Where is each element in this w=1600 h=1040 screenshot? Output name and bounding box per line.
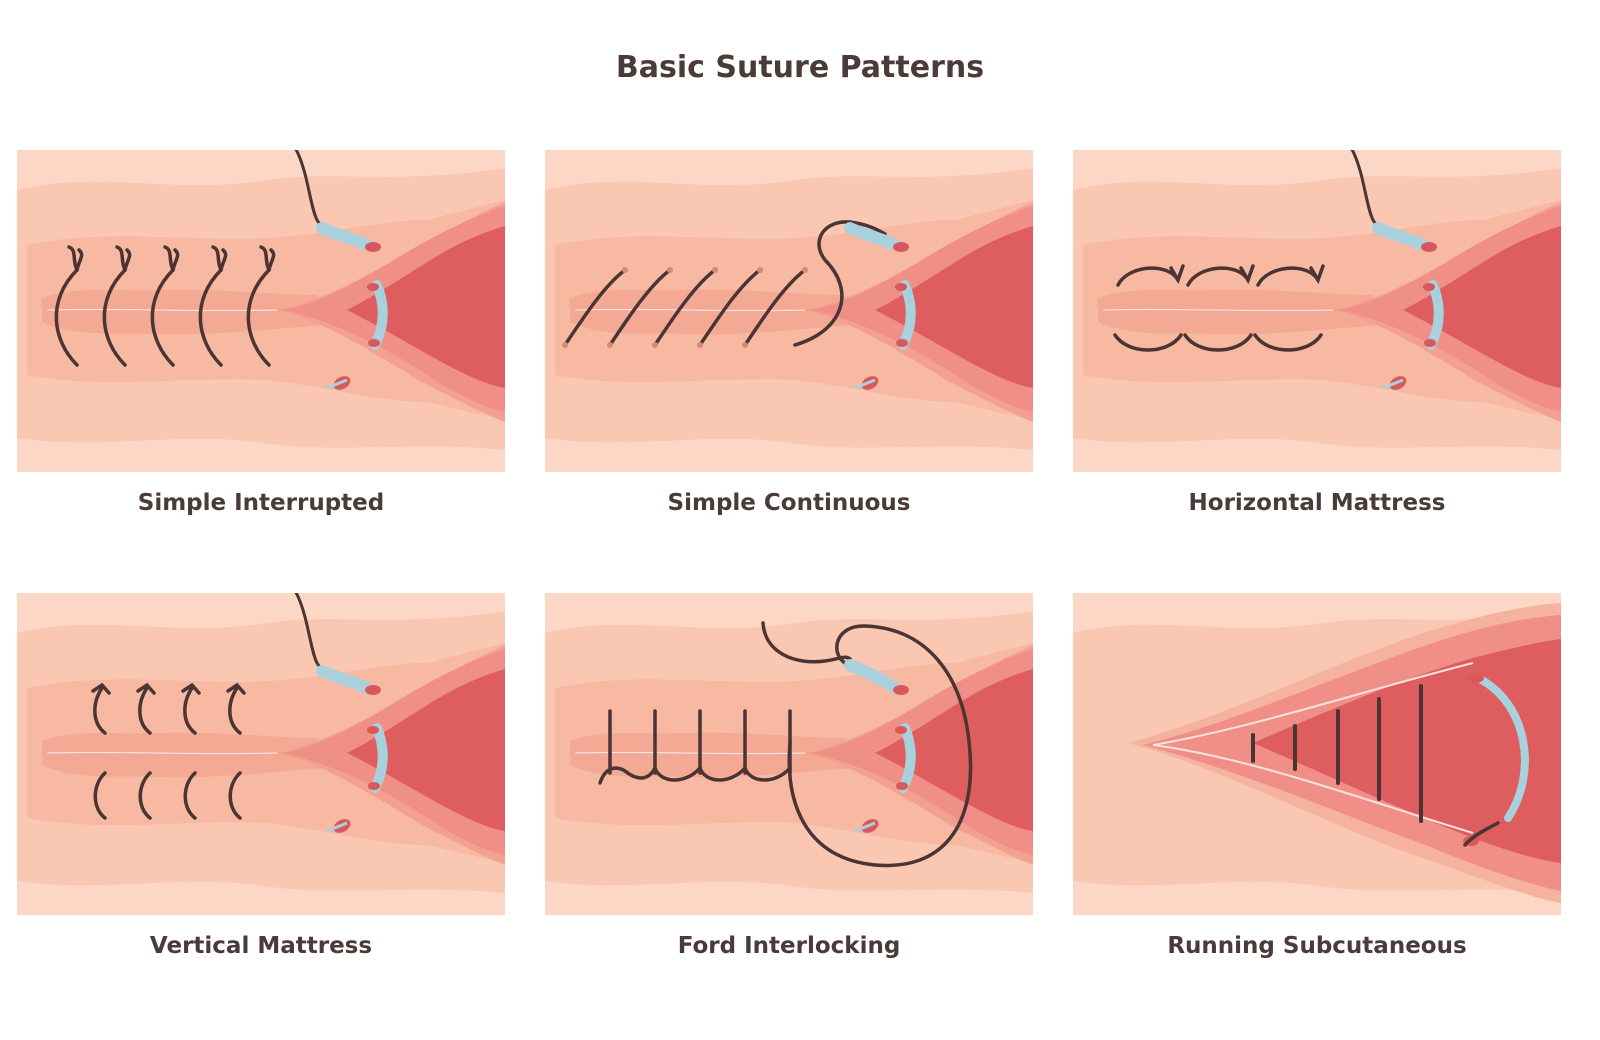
curved-needle-icon [844,659,916,833]
page-title: Basic Suture Patterns [615,50,985,85]
caption-simple-continuous: Simple Continuous [667,490,911,516]
caption-vertical-mattress: Vertical Mattress [149,933,373,959]
caption-horizontal-mattress: Horizontal Mattress [1188,490,1446,516]
running-subcutaneous-illustration [1073,593,1561,915]
panel-vertical-mattress [17,593,505,915]
simple-interrupted-illustration [17,150,505,472]
caption-running-subcutaneous: Running Subcutaneous [1167,933,1467,959]
vertical-mattress-illustration [17,593,505,915]
ford-interlocking-illustration [545,593,1033,915]
horizontal-mattress-illustration [1073,150,1561,472]
simple-continuous-illustration [545,150,1033,472]
subcutaneous-stitches [1251,684,1423,823]
curved-needle-icon [1463,673,1529,847]
continuous-stitches [563,220,887,347]
caption-simple-interrupted: Simple Interrupted [137,490,385,516]
panel-horizontal-mattress [1073,150,1561,472]
panel-simple-continuous [545,150,1033,472]
ford-interlocking-stitches [598,621,973,868]
panel-ford-interlocking [545,593,1033,915]
panel-simple-interrupted [17,150,505,472]
horizontal-mattress-stitches [1113,264,1325,352]
interrupted-stitches [54,245,276,367]
caption-ford-interlocking: Ford Interlocking [677,933,901,959]
curved-needle-icon [844,222,916,390]
vertical-mattress-stitches [91,682,246,820]
panel-running-subcutaneous [1073,593,1561,915]
